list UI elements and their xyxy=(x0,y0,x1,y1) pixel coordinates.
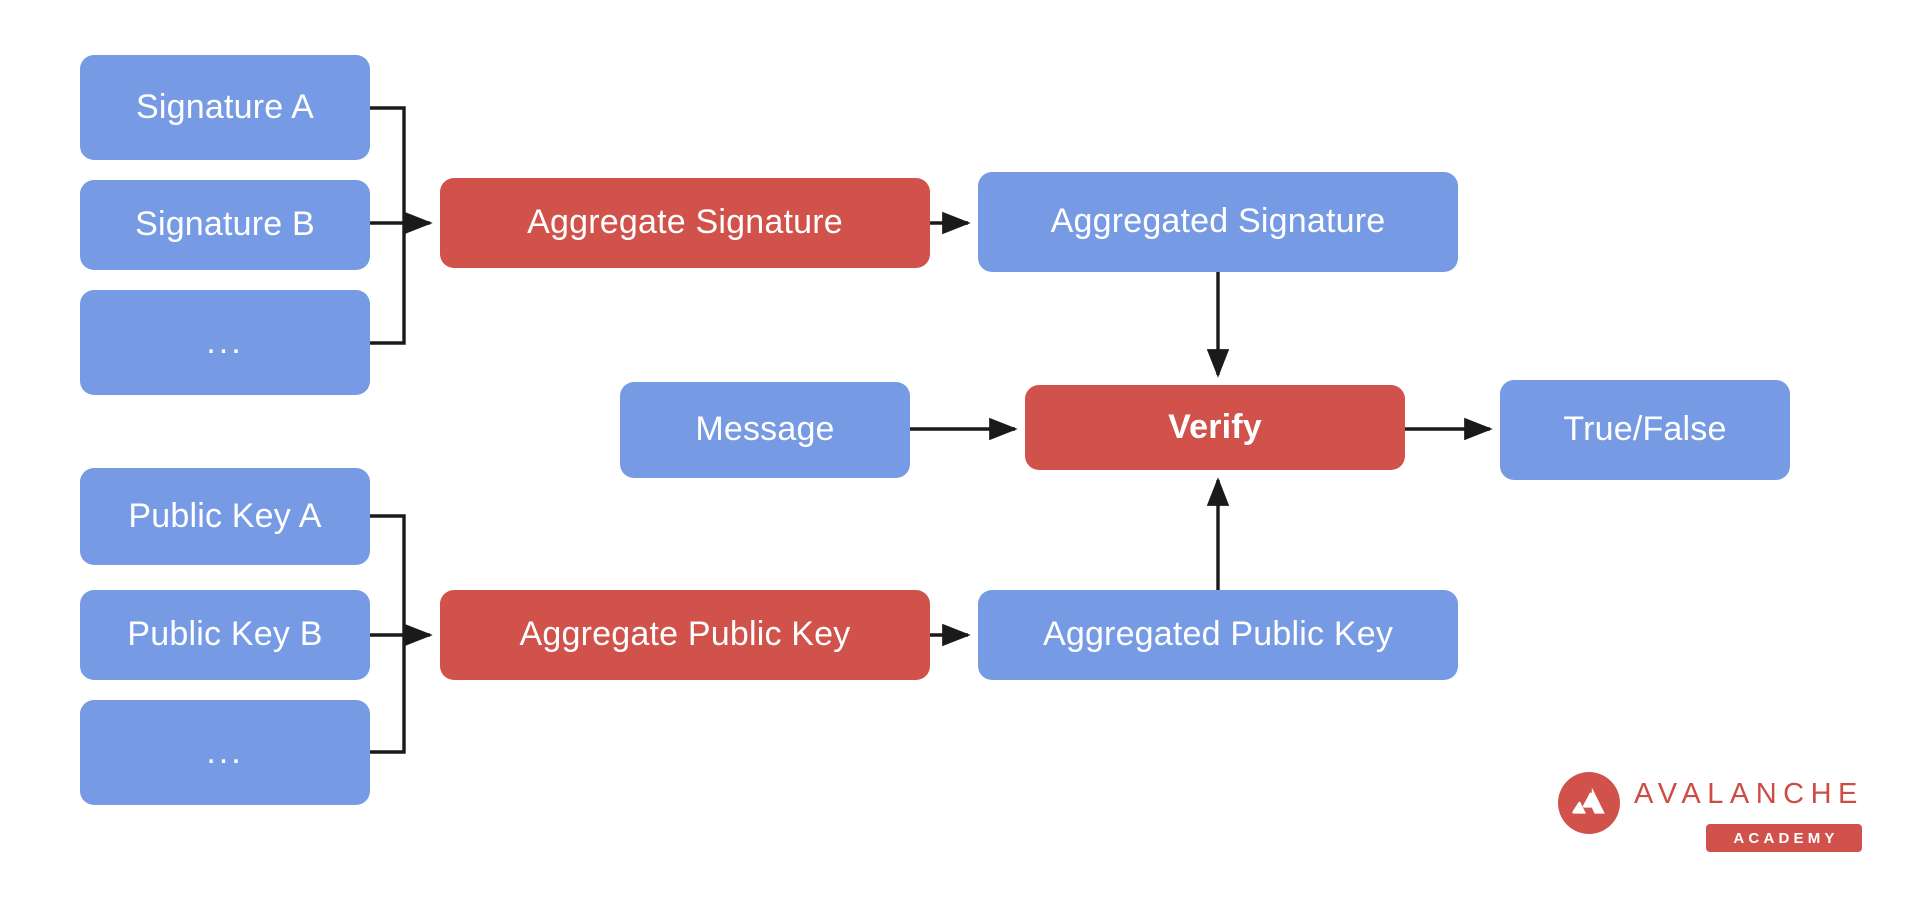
logo-academy-badge: ACADEMY xyxy=(1706,824,1862,852)
node-label: Aggregate Signature xyxy=(527,203,843,242)
logo-wordmark: AVALANCHE xyxy=(1634,778,1864,810)
avalanche-mark-svg xyxy=(1572,787,1605,814)
wire-signature-more xyxy=(370,223,406,345)
node-label: Aggregate Public Key xyxy=(519,615,851,654)
avalanche-triangle-icon xyxy=(1558,772,1620,834)
wire-public-key-more xyxy=(370,635,406,754)
node-public-key-a[interactable]: Public Key A xyxy=(80,468,370,565)
node-verify[interactable]: Verify xyxy=(1025,385,1405,470)
node-label: Aggregated Public Key xyxy=(1042,615,1394,654)
node-label: Signature A xyxy=(136,87,314,126)
logo-academy-text: ACADEMY xyxy=(1733,829,1839,847)
node-message[interactable]: Message xyxy=(620,382,910,478)
node-aggregate-public-key[interactable]: Aggregate Public Key xyxy=(440,590,930,680)
node-label: True/False xyxy=(1563,410,1727,449)
node-aggregate-signature[interactable]: Aggregate Signature xyxy=(440,178,930,268)
node-signature-more[interactable]: ... xyxy=(80,290,370,395)
node-label: Aggregated Signature xyxy=(1050,202,1386,241)
node-aggregated-signature[interactable]: Aggregated Signature xyxy=(978,172,1458,272)
node-true-false[interactable]: True/False xyxy=(1500,380,1790,480)
node-public-key-b[interactable]: Public Key B xyxy=(80,590,370,680)
node-label: Signature B xyxy=(135,205,315,244)
node-label: Message xyxy=(695,410,835,449)
node-public-key-more[interactable]: ... xyxy=(80,700,370,805)
wire-signature-a xyxy=(370,106,406,223)
node-label: Public Key A xyxy=(128,496,322,535)
node-signature-a[interactable]: Signature A xyxy=(80,55,370,160)
node-label: ... xyxy=(206,732,244,771)
node-signature-b[interactable]: Signature B xyxy=(80,180,370,270)
node-label: Public Key B xyxy=(127,615,323,654)
node-label: Verify xyxy=(1168,407,1262,446)
avalanche-academy-logo: AVALANCHE ACADEMY xyxy=(1558,766,1888,862)
node-aggregated-public-key[interactable]: Aggregated Public Key xyxy=(978,590,1458,680)
node-label: ... xyxy=(206,322,244,361)
wire-public-key-a xyxy=(370,514,406,635)
